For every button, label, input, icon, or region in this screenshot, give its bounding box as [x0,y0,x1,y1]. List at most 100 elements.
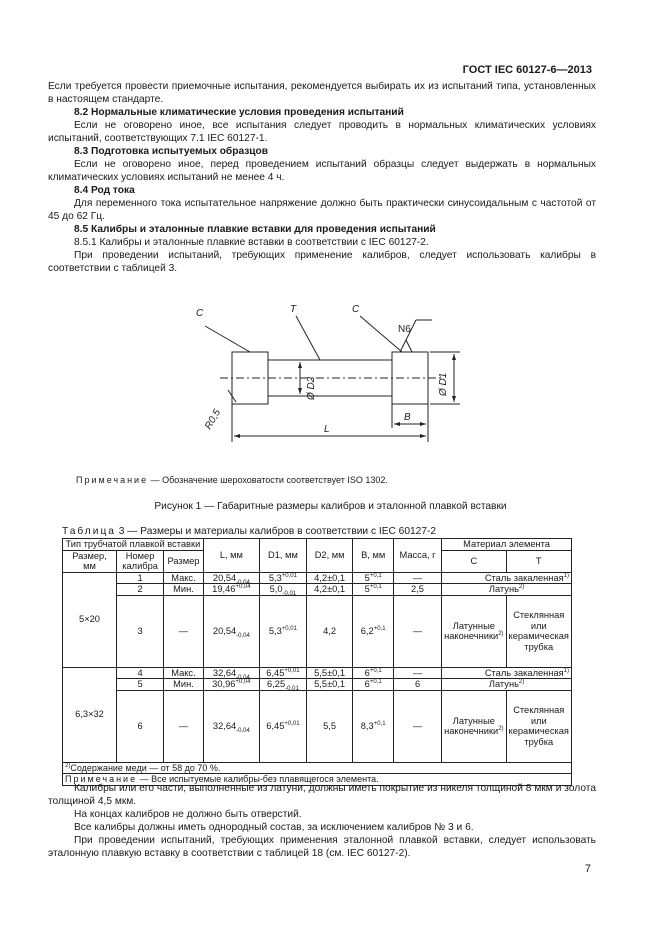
cell-b: 5+0,1 [352,571,394,584]
table-row: 5×20 1 Макс. 20,54-0,04 5,3+0,01 4,2±0,1… [61,571,572,668]
leader-t [295,315,321,361]
paragraph-brass-coating: Калибры или его части, выполненные из ла… [48,783,596,807]
paragraph-no-holes: На концах калибров не должно быть отверс… [74,809,302,820]
th-gauge-no: Номер калибра [116,549,165,573]
heading-8-4: 8.4 Род тока [74,185,135,196]
figure-caption: Рисунок 1 — Габаритные размеры калибров … [154,501,507,512]
figure-note: Примечание — Обозначение шероховатости с… [76,475,388,485]
th-d2: D2, мм [305,538,354,573]
cell-mass: — [392,666,443,679]
cell-material-t: Стеклянная или керамическая трубка [505,689,573,763]
cell-material: Сталь закаленная1) [441,666,572,679]
bottom-text-block: Калибры или его части, выполненные из ла… [48,782,596,860]
cell-d2: 5,5 [305,689,354,763]
cell-l: 20,54-0,04 [202,594,261,668]
cell-l: 30,96+0,04 [202,678,261,691]
label-n6: N6 [398,324,411,335]
th-size: Размер, мм [61,549,118,573]
cell-size: Макс. [163,571,204,584]
cell-no: 3 [116,594,165,668]
cell-b: 5+0,1 [352,583,394,596]
cell-no: 4 [116,666,165,679]
cell-mass: — [392,571,443,584]
cell-d1: 6,25-0,01 [259,678,307,692]
cell-d2: 5,5±0,1 [305,678,354,691]
leader-c-right [359,315,403,353]
figure-note-word: Примечание [76,475,149,485]
cell-material: Сталь закаленная1) [441,571,572,584]
cell-no: 6 [116,689,165,763]
table-footnote-row: 2)Содержание меди — от 58 до 70 %. [62,761,572,774]
label-c-left: C [196,308,204,319]
cell-b: 6+0,1 [352,678,394,691]
cell-mass: — [392,689,443,763]
th-b: B, мм [352,538,394,573]
paragraph-8-2: Если не оговорено иное, все испытания сл… [48,120,596,144]
table-header-row-2: Размер, мм Номер калибра Размер C T [61,549,573,573]
table-row: 3 — 20,54-0,04 5,3+0,01 4,2 6,2+0,1 — Ла… [63,594,573,668]
leader-r [227,389,237,403]
th-size2: Размер [163,549,204,573]
roughness-symbol [399,338,413,353]
label-b: B [404,412,411,423]
cell-d1: 6,45+0,01 [259,689,307,763]
cell-material-c: Латунные наконечники2) [441,689,507,763]
th-c: C [441,549,507,573]
table-row: 6 — 32,64-0,04 6,45+0,01 5,5 8,3+0,1 — Л… [63,689,573,763]
group-6-3x32: 6,3×32 [61,666,118,763]
th-t: T [505,549,573,573]
leader-c-left [204,325,251,353]
cell-d2: 4,2 [305,594,354,668]
th-material: Материал элемента [441,538,572,551]
cell-d1: 6,45+0,01 [259,666,307,679]
page-number: 7 [584,863,591,875]
table-title-word: Таблица [62,526,116,537]
cell-material-t: Стеклянная или керамическая трубка [505,594,573,668]
cell-mass: — [392,594,443,668]
document-header: ГОСТ IEC 60127-6—2013 [462,64,592,76]
cell-size: — [163,689,204,763]
cell-size: Мин. [163,583,204,596]
cell-d1: 5,3+0,01 [259,594,307,668]
cell-mass: 2,5 [392,583,443,596]
group-5x20: 5×20 [61,571,118,668]
cell-no: 2 [116,583,165,596]
cell-material-c: Латунные наконечники2) [441,594,507,668]
label-d2: Ø D2 [306,376,317,401]
cell-d2: 5,5±0,1 [305,666,354,679]
cell-l: 20,54-0,04 [202,571,261,585]
cell-b: 6+0,1 [352,666,394,679]
cell-material: Латунь2) [441,678,572,691]
th-l: L, мм [202,538,261,573]
label-l: L [324,424,330,435]
cell-mass: 6 [392,678,443,691]
figure-note-text: — Обозначение шероховатости соответствуе… [148,475,388,485]
cell-l: 32,64-0,04 [202,689,261,763]
cell-l: 32,64-0,04 [202,666,261,680]
table-note: Примечание — Все испытуемые калибры-без … [62,773,572,786]
cell-d2: 4,2±0,1 [305,583,354,596]
th-d1: D1, мм [259,538,307,573]
paragraph-uniform: Все калибры должны иметь однородный сост… [74,822,474,833]
cell-d2: 4,2±0,1 [305,571,354,584]
paragraph-8-3: Если не оговорено иное, перед проведение… [48,159,596,183]
paragraph-8-5-2: При проведении испытаний, требующих прим… [48,250,596,274]
cell-d1: 5,3+0,01 [259,571,307,584]
paragraph-acceptance: Если требуется провести приемочные испыт… [48,81,596,105]
cell-size: Мин. [163,678,204,691]
heading-8-5: 8.5 Калибры и эталонные плавкие вставки … [74,224,436,235]
label-c-right: C [352,304,360,315]
cell-l: 19,46+0,04 [202,583,261,596]
cell-size: Макс. [163,666,204,679]
cell-b: 6,2+0,1 [352,594,394,668]
table-title-text: 3 — Размеры и материалы калибров в соотв… [115,526,437,537]
cell-no: 5 [116,678,165,691]
table-row: 6,3×32 4 Макс. 32,64-0,04 6,45+0,01 5,5±… [61,666,572,763]
label-d1: Ø D1 [438,373,449,397]
cell-b: 8,3+0,1 [352,689,394,763]
cell-size: — [163,594,204,668]
table-row: 5 Мин. 30,96+0,04 6,25-0,01 5,5±0,1 6+0,… [63,678,572,692]
top-text-block: Если требуется провести приемочные испыт… [48,80,596,275]
heading-8-3: 8.3 Подготовка испытуемых образцов [74,146,269,157]
